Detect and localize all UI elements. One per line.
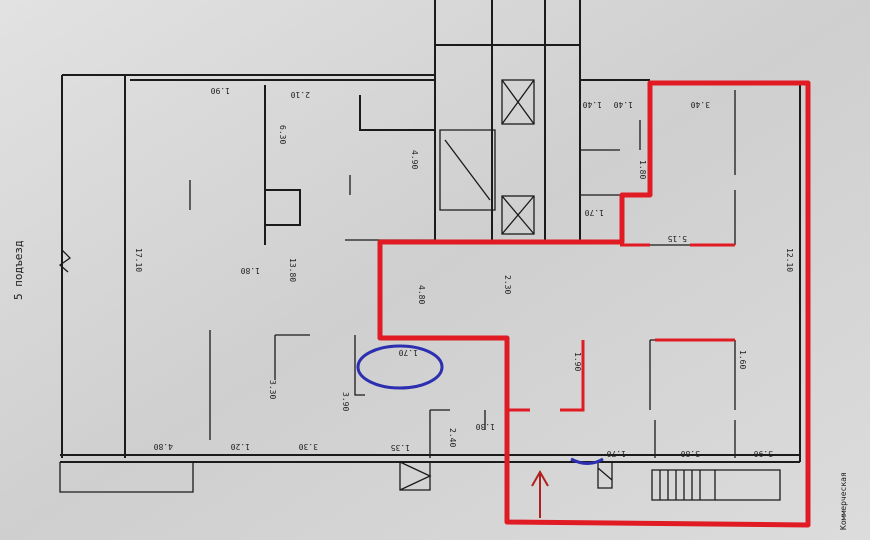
- dimension-label: 5.15: [668, 234, 687, 243]
- dimension-label: 2.10: [291, 90, 310, 99]
- dimension-label: 1.90: [573, 352, 582, 371]
- red-partition-marks: [508, 243, 735, 412]
- dimension-label: 6.30: [278, 125, 287, 144]
- dimension-label: 1.70: [607, 449, 626, 458]
- dimension-label: 3.30: [268, 380, 277, 399]
- walls: [58, 0, 801, 501]
- dimension-label: 4.80: [154, 442, 173, 451]
- dimension-label: 2.30: [503, 275, 512, 294]
- entrance-label: 5 подъезд: [12, 240, 25, 300]
- entrance-arrow-icon: [531, 469, 549, 518]
- dimension-label: 1.20: [231, 442, 250, 451]
- dimension-label: 1.90: [211, 86, 230, 95]
- dimension-label: 1.80: [638, 160, 647, 179]
- dimension-label: 1.70: [585, 208, 604, 217]
- dimension-label: 3.80: [681, 449, 700, 458]
- dimension-label: 1.40: [583, 100, 602, 109]
- dimension-label: 1.40: [614, 100, 633, 109]
- labels: 5 подъезд Коммерческая 17.10 12.10 13.80…: [12, 86, 848, 530]
- blue-circle-marker: [356, 344, 444, 390]
- dimension-label: 1.60: [738, 350, 747, 369]
- side-label: Коммерческая: [839, 472, 848, 530]
- dimension-label: 3.40: [691, 100, 710, 109]
- blue-door-arc-marker: [570, 457, 604, 465]
- dimension-label: 1.30: [476, 422, 495, 431]
- highlighted-premises-outline: [377, 80, 811, 528]
- dimension-label: 2.40: [448, 428, 457, 447]
- dimension-label: 1.80: [241, 266, 260, 275]
- dimension-label: 3.90: [341, 392, 350, 411]
- dimension-label: 1.70: [399, 348, 418, 357]
- dimension-label: 17.10: [134, 248, 143, 272]
- dimension-label: 4.80: [417, 285, 426, 304]
- dimension-label: 4.90: [410, 150, 419, 169]
- dimension-label: 3.30: [299, 442, 318, 451]
- dimension-label: 13.80: [288, 258, 297, 282]
- dimension-label: 1.35: [391, 443, 410, 452]
- dimension-label: 3.90: [754, 449, 773, 458]
- dimension-label: 12.10: [785, 248, 794, 272]
